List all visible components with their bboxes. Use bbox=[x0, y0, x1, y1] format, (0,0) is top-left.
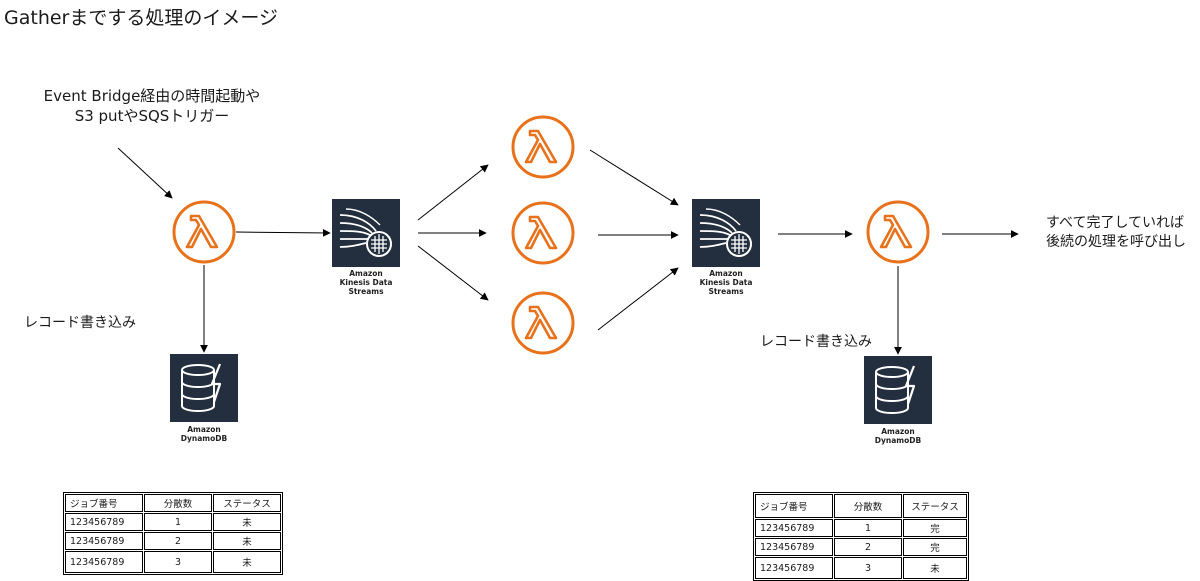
table-cell: 1 bbox=[834, 519, 902, 537]
kinesis-caption-line: Streams bbox=[348, 287, 384, 296]
table-header-cell: 分散数 bbox=[144, 494, 212, 512]
table-cell: 完 bbox=[903, 519, 967, 537]
trigger-note-line-1: Event Bridge経由の時間起動や bbox=[43, 87, 261, 105]
dynamodb-caption-line: DynamoDB bbox=[874, 436, 922, 445]
trigger-note-line-2: S3 putやSQSトリガー bbox=[74, 107, 230, 125]
dynamodb-caption-1: Amazon DynamoDB bbox=[164, 425, 244, 443]
table-cell: 123456789 bbox=[65, 513, 143, 531]
table-cell: 3 bbox=[144, 551, 212, 573]
kinesis-caption-line: Kinesis Data bbox=[699, 278, 753, 287]
table-header-row: ジョブ番号 分散数 ステータス bbox=[755, 494, 967, 518]
job-status-table-right: ジョブ番号 分散数 ステータス 123456789 1 完 123456789 … bbox=[753, 492, 969, 581]
arrow-lambda-to-kinesis-1 bbox=[235, 228, 331, 237]
table-cell: 未 bbox=[213, 513, 281, 531]
table-cell: 未 bbox=[213, 551, 281, 573]
table-cell: 123456789 bbox=[65, 532, 143, 550]
end-note-line-2: 後続の処理を呼び出し bbox=[1046, 234, 1186, 250]
table-cell: 1 bbox=[144, 513, 212, 531]
dynamodb-caption-line: DynamoDB bbox=[180, 434, 228, 443]
table-cell: 2 bbox=[834, 538, 902, 556]
table-cell: 未 bbox=[213, 532, 281, 550]
dynamodb-caption-2: Amazon DynamoDB bbox=[858, 427, 938, 445]
table-header-cell: ステータス bbox=[903, 494, 967, 518]
lambda-icon bbox=[866, 200, 930, 264]
kinesis-caption-line: Amazon bbox=[709, 269, 743, 278]
kinesis-data-streams-icon bbox=[331, 198, 401, 268]
lambda-icon bbox=[511, 201, 575, 265]
table-row: 123456789 2 完 bbox=[755, 538, 967, 556]
kinesis-caption-line: Streams bbox=[708, 287, 744, 296]
table-cell: 2 bbox=[144, 532, 212, 550]
table-header-row: ジョブ番号 分散数 ステータス bbox=[65, 494, 281, 512]
dynamodb-icon bbox=[862, 354, 934, 426]
record-write-label-right: レコード書き込み bbox=[760, 334, 872, 350]
table-header-cell: ジョブ番号 bbox=[755, 494, 833, 518]
end-note: すべて完了していれば 後続の処理を呼び出し bbox=[1046, 214, 1186, 252]
dynamodb-icon bbox=[168, 352, 240, 424]
table-cell: 123456789 bbox=[755, 519, 833, 537]
end-note-line-1: すべて完了していれば bbox=[1046, 215, 1185, 231]
job-status-table-left: ジョブ番号 分散数 ステータス 123456789 1 未 123456789 … bbox=[63, 492, 283, 575]
table-header-cell: ジョブ番号 bbox=[65, 494, 143, 512]
table-row: 123456789 3 未 bbox=[65, 551, 281, 573]
kinesis-caption-line: Amazon bbox=[349, 269, 383, 278]
kinesis-caption-1: Amazon Kinesis Data Streams bbox=[326, 269, 406, 296]
table-header-cell: 分散数 bbox=[834, 494, 902, 518]
table-cell: 完 bbox=[903, 538, 967, 556]
arrow-lambda-bottom-to-kinesis bbox=[597, 267, 679, 331]
table-row: 123456789 1 未 bbox=[65, 513, 281, 531]
table-cell: 123456789 bbox=[755, 538, 833, 556]
arrow-lambda-top-to-kinesis bbox=[589, 149, 679, 206]
lambda-icon bbox=[172, 200, 236, 264]
page-title: Gatherまでする処理のイメージ bbox=[4, 7, 278, 29]
trigger-note: Event Bridge経由の時間起動や S3 putやSQSトリガー bbox=[22, 86, 282, 126]
arrow-kinesis-to-lambda-bottom bbox=[417, 245, 489, 301]
kinesis-caption-line: Kinesis Data bbox=[339, 278, 393, 287]
table-row: 123456789 2 未 bbox=[65, 532, 281, 550]
arrow-trigger-to-lambda bbox=[117, 147, 173, 199]
lambda-icon bbox=[511, 115, 575, 179]
arrow-kinesis-to-lambda-top bbox=[417, 164, 489, 221]
kinesis-caption-2: Amazon Kinesis Data Streams bbox=[686, 269, 766, 296]
kinesis-data-streams-icon bbox=[691, 198, 761, 268]
record-write-label-left: レコード書き込み bbox=[24, 315, 136, 331]
table-row: 123456789 1 完 bbox=[755, 519, 967, 537]
dynamodb-caption-line: Amazon bbox=[187, 425, 221, 434]
table-header-cell: ステータス bbox=[213, 494, 281, 512]
table-cell: 123456789 bbox=[65, 551, 143, 573]
dynamodb-caption-line: Amazon bbox=[881, 427, 915, 436]
lambda-icon bbox=[511, 291, 575, 355]
